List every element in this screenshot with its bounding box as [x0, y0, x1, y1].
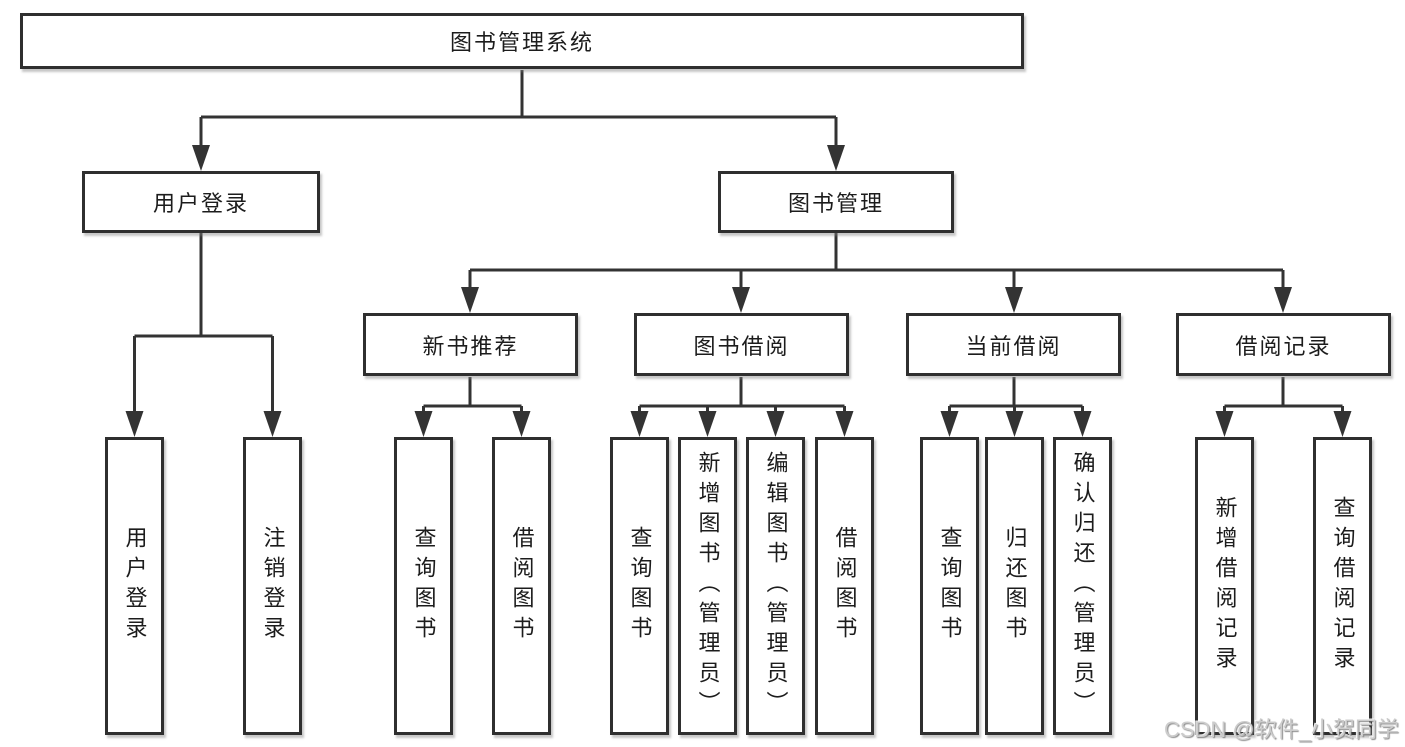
leaf-query-books-borrowing: 查询图书	[610, 437, 669, 735]
node-borrowing-records: 借阅记录	[1176, 313, 1391, 376]
connector-user-login-children	[133, 233, 274, 413]
leaf-add-borrow-record: 新增借阅记录	[1195, 437, 1254, 735]
node-book-management: 图书管理	[718, 171, 954, 233]
leaf-user-login: 用户登录	[105, 437, 164, 735]
leaf-query-books-current: 查询图书	[920, 437, 979, 735]
node-new-book-recommendation: 新书推荐	[363, 313, 578, 376]
node-user-login: 用户登录	[82, 171, 320, 233]
leaf-borrow-books: 借阅图书	[815, 437, 874, 735]
node-current-borrowing: 当前借阅	[906, 313, 1121, 376]
leaf-confirm-return-admin: 确认归还（管理员）	[1053, 437, 1112, 735]
arrowheads-level3	[461, 287, 1292, 313]
connector-book-management-to-level3	[468, 233, 1285, 289]
node-book-borrowing: 图书借阅	[634, 313, 849, 376]
leaf-query-books-recommend: 查询图书	[394, 437, 453, 735]
leaf-borrow-books-recommend: 借阅图书	[492, 437, 551, 735]
arrowheads-book-borrow-children	[630, 411, 854, 437]
arrowheads-level2	[192, 145, 845, 171]
connector-new-book-children	[422, 377, 523, 413]
node-library-system: 图书管理系统	[20, 13, 1024, 69]
leaf-logout: 注销登录	[243, 437, 302, 735]
arrowheads-user-login-children	[125, 411, 282, 437]
arrowheads-new-book-children	[414, 411, 531, 437]
leaf-edit-books-admin: 编辑图书（管理员）	[746, 437, 805, 735]
connector-current-borrow-children	[948, 377, 1084, 413]
connector-borrow-record-children	[1223, 377, 1344, 413]
arrowheads-current-borrow-children	[940, 411, 1092, 437]
leaf-add-books-admin: 新增图书（管理员）	[678, 437, 737, 735]
leaf-return-books: 归还图书	[985, 437, 1044, 735]
arrowheads-borrow-record-children	[1215, 411, 1352, 437]
connector-root-to-level2	[199, 70, 838, 147]
leaf-query-borrow-record: 查询借阅记录	[1313, 437, 1372, 735]
csdn-watermark: CSDN @软件_小贺同学	[1163, 717, 1399, 742]
connector-book-borrow-children	[638, 377, 846, 413]
